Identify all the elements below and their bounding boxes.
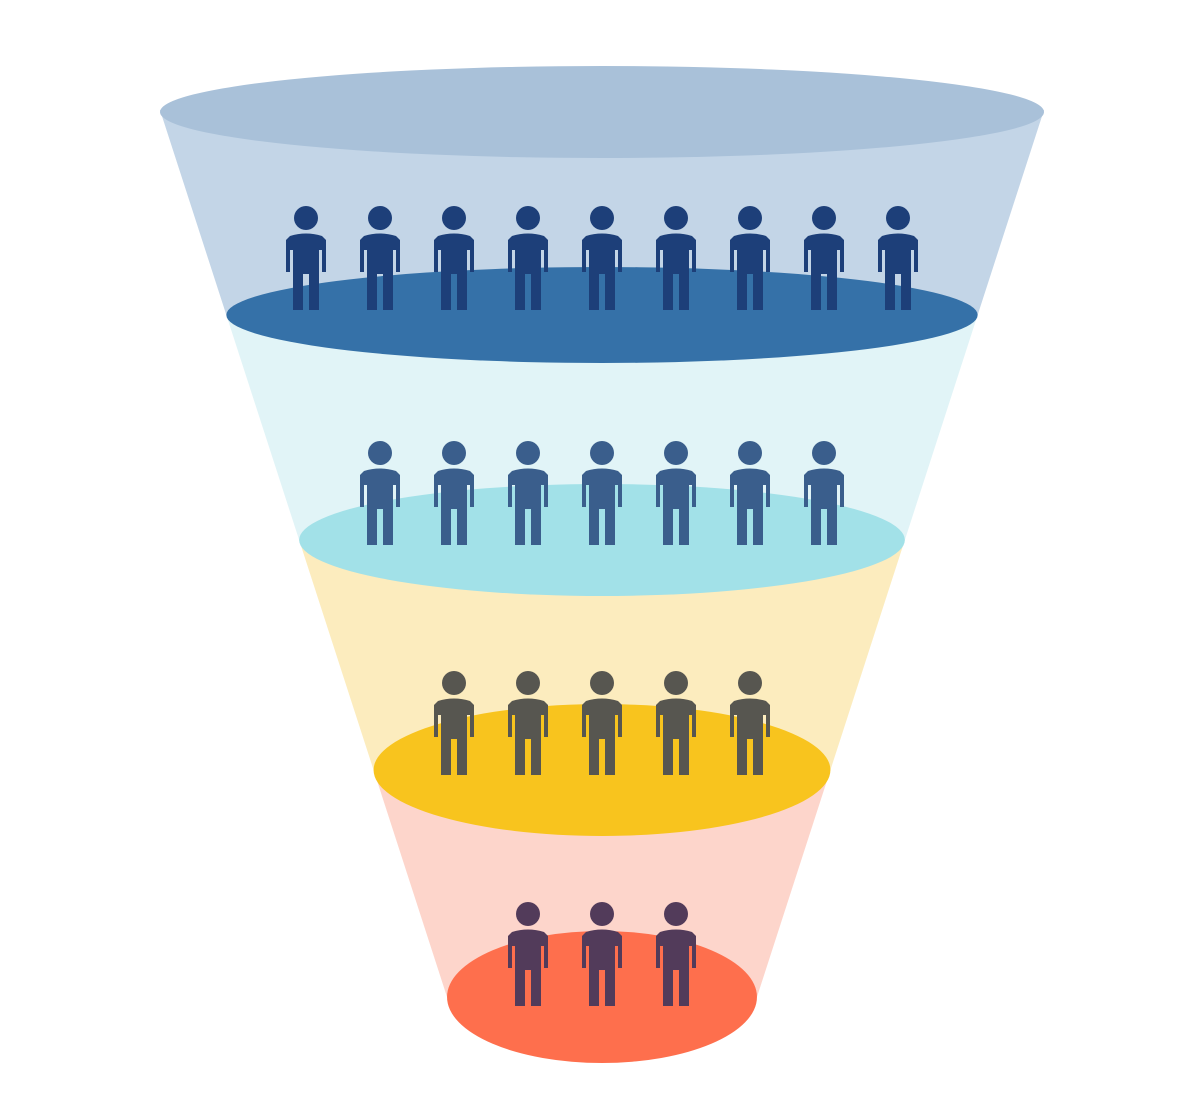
person-icon xyxy=(508,902,548,1006)
person-icon xyxy=(582,206,622,310)
person-icon xyxy=(434,206,474,310)
person-icon xyxy=(804,441,844,545)
funnel-band-2 xyxy=(226,315,978,540)
person-icon xyxy=(582,902,622,1006)
person-icon xyxy=(730,671,770,775)
person-icon xyxy=(582,671,622,775)
funnel-stage-disc-3 xyxy=(373,704,831,836)
person-icon xyxy=(804,206,844,310)
person-icon xyxy=(360,206,400,310)
person-icon xyxy=(508,671,548,775)
person-icon xyxy=(656,671,696,775)
person-icon xyxy=(360,441,400,545)
funnel-top-rim xyxy=(160,66,1044,158)
person-icon xyxy=(582,441,622,545)
person-icon xyxy=(508,441,548,545)
person-icon xyxy=(508,206,548,310)
funnel-stage-disc-1 xyxy=(226,267,978,363)
person-icon xyxy=(434,441,474,545)
person-icon xyxy=(730,441,770,545)
person-icon xyxy=(878,206,918,310)
person-icon xyxy=(656,902,696,1006)
person-icon xyxy=(730,206,770,310)
person-icon xyxy=(656,206,696,310)
person-icon xyxy=(286,206,326,310)
person-icon xyxy=(434,671,474,775)
person-icon xyxy=(656,441,696,545)
